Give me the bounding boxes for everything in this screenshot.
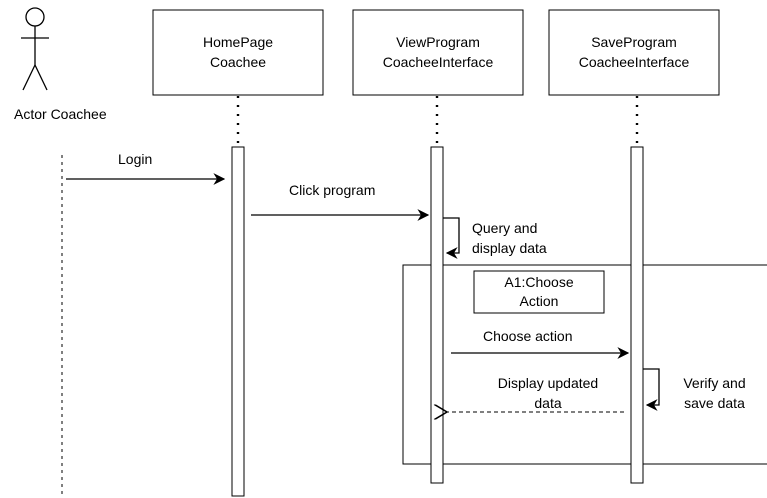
- message-click-program-label: Click program: [289, 182, 376, 198]
- self-message-query-arrow: [443, 217, 460, 259]
- lifeline-box-viewprogram: [352, 9, 524, 96]
- fragment-label-line2: Action: [519, 293, 559, 309]
- lifeline-title-viewprogram: ViewProgram CoacheeInterface: [353, 32, 523, 72]
- lifeline-title-line2: Coachee: [209, 54, 267, 70]
- self-message-verify-arrow: [643, 368, 660, 411]
- lifeline-title-line2: CoacheeInterface: [578, 54, 690, 70]
- fragment-label-box: [473, 270, 605, 314]
- lifeline-title-line1: SaveProgram: [591, 34, 677, 50]
- activation-saveprogram: [630, 146, 644, 484]
- lifeline-title-line1: ViewProgram: [396, 34, 480, 50]
- self-message-verify-line1: Verify and: [683, 375, 746, 391]
- self-message-verify-line2: save data: [684, 395, 745, 411]
- self-message-verify-label: Verify and save data: [667, 373, 762, 413]
- message-choose-action-label: Choose action: [483, 328, 573, 344]
- activation-homepage: [231, 146, 245, 497]
- lifeline-box-saveprogram: [548, 9, 720, 96]
- actor-figure: [21, 7, 49, 91]
- fragment-label-line1: A1:Choose: [504, 274, 574, 290]
- lifeline-box-homepage: [152, 9, 324, 96]
- actor-label: Actor Coachee: [14, 106, 107, 122]
- lifeline-title-saveprogram: SaveProgram CoacheeInterface: [549, 32, 719, 72]
- self-message-query-line2: display data: [472, 240, 547, 256]
- message-login-label: Login: [118, 151, 153, 167]
- lifeline-title-line2: CoacheeInterface: [382, 54, 494, 70]
- fragment-frame: [402, 264, 767, 465]
- fragment-label: A1:Choose Action: [474, 273, 604, 311]
- return-display-updated-label: Display updated data: [478, 373, 618, 413]
- self-message-query-label: Query and display data: [472, 218, 547, 258]
- lifeline-title-line1: HomePage: [202, 34, 274, 50]
- return-display-updated-line2: data: [534, 395, 562, 411]
- lifeline-title-homepage: HomePage Coachee: [153, 32, 323, 72]
- self-message-query-line1: Query and: [472, 220, 538, 236]
- activation-viewprogram: [430, 146, 444, 484]
- return-display-updated-line1: Display updated: [497, 375, 599, 391]
